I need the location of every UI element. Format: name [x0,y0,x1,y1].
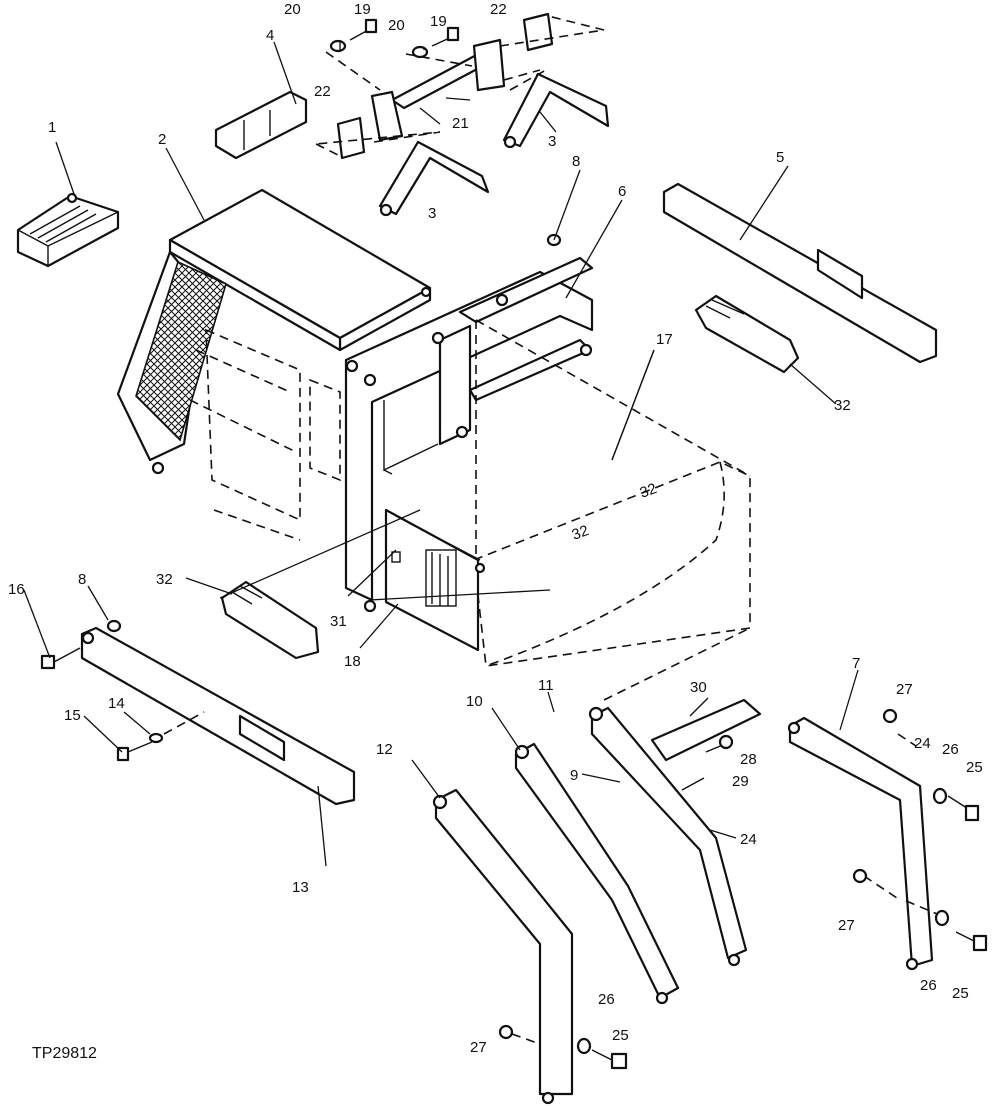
callout-19-left: 19 [354,1,371,18]
figure-reference: TP29812 [32,1045,97,1062]
part-5-side-rail [662,182,938,364]
part-3-arm-right [502,72,610,149]
part-4-bracket [214,90,308,160]
callout-32-left: 32 [156,571,173,588]
part-20-washer-left [329,39,347,53]
part-22-plate-right [522,12,554,52]
callout-13: 13 [292,879,309,896]
callout-11: 11 [538,677,554,694]
part-9-leg [588,706,748,967]
callout-25-c: 25 [612,1027,629,1044]
callout-1: 1 [48,119,56,136]
callout-12: 12 [376,741,393,758]
callout-28: 28 [740,751,757,768]
callout-9: 9 [570,767,578,784]
callout-31: 31 [330,613,347,630]
callout-3-left: 3 [428,205,436,222]
callout-7: 7 [852,655,860,672]
part-27-nut-c [498,1024,514,1040]
callout-5: 5 [776,149,784,166]
part-15-bolt [116,741,153,762]
callout-25-a: 25 [966,759,983,776]
callout-26-b: 26 [920,977,937,994]
part-20-washer-right [411,45,429,59]
part-26-washer-b [934,909,950,927]
callout-3-right: 3 [548,133,556,150]
part-28-bolt [705,734,734,753]
part-12-leg [432,788,574,1105]
part-25-bolt-a [947,795,980,822]
part-30-plate [650,698,762,762]
callout-6: 6 [618,183,626,200]
callout-32-right: 32 [834,397,851,414]
callout-27-a: 27 [896,681,913,698]
part-8-nut-left [106,619,122,633]
part-25-bolt-b [955,931,988,952]
callout-20-left: 20 [284,1,301,18]
part-7-leg [787,716,934,971]
part-32-grip-right [694,294,800,374]
part-14-washer [148,732,164,744]
part-1-step-block [16,192,120,268]
callout-17: 17 [656,331,673,348]
callout-14: 14 [108,695,125,712]
callout-2: 2 [158,131,166,148]
callout-10: 10 [466,693,483,710]
callout-20-right: 20 [388,17,405,34]
callout-21: 21 [452,115,469,132]
part-19-bolt-left [349,18,378,41]
part-29-pin [681,777,705,791]
part-21-crossbar [370,38,506,142]
part-16-bolt [40,647,81,670]
part-25-bolt-c [591,1049,628,1070]
callout-8-top: 8 [572,153,580,170]
svg-text:32: 32 [570,522,591,544]
part-3-arm-left [378,140,490,217]
callout-25-b: 25 [952,985,969,1002]
part-26-washer-a [932,787,948,805]
callout-labels: 1 2 3 3 4 5 6 7 8 8 9 10 11 12 13 14 15 … [8,1,983,1056]
part-32-grip-left [220,580,320,660]
callout-30: 30 [690,679,707,696]
callout-19-right: 19 [430,13,447,30]
callout-18: 18 [344,653,361,670]
part-6-rops-frame [344,256,594,613]
svg-text:32: 32 [638,480,659,502]
part-19-bolt-right [431,26,460,47]
part-26-washer-c [576,1037,592,1055]
callout-24-right: 24 [914,735,931,752]
part-18-rear-housing: 32 32 [384,319,751,667]
part-13-side-rail [80,626,356,806]
callout-8-left: 8 [78,571,86,588]
callout-29: 29 [732,773,749,790]
callout-22-left: 22 [314,83,331,100]
callout-4: 4 [266,27,274,44]
part-2-cab [116,188,432,541]
callout-27-c: 27 [470,1039,487,1056]
callout-26-a: 26 [942,741,959,758]
leader-lines [23,40,859,867]
callout-16: 16 [8,581,25,598]
part-27-nut-b [852,868,868,884]
callout-15: 15 [64,707,81,724]
callout-24-center: 24 [740,831,757,848]
part-22-plate-left [336,116,366,160]
part-27-nut-a [882,708,898,724]
callout-22-right: 22 [490,1,507,18]
callout-26-c: 26 [598,991,615,1008]
callout-27-b: 27 [838,917,855,934]
